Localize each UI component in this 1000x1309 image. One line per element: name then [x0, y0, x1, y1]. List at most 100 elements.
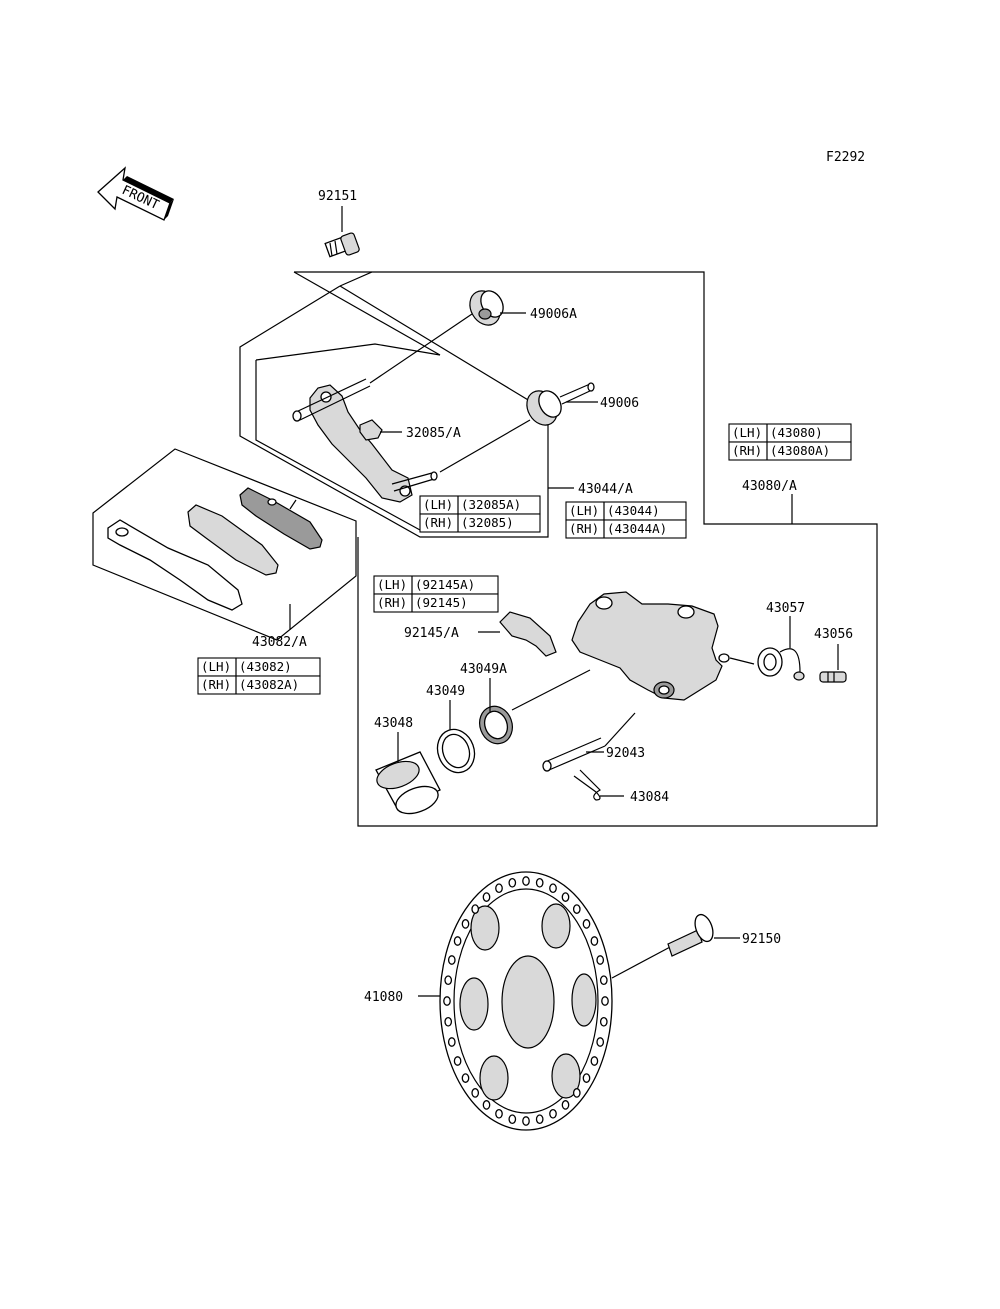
t43044-lh-val: (43044)	[607, 503, 660, 518]
label-43084: 43084	[630, 790, 669, 805]
t43044-rh: (RH)	[569, 521, 599, 536]
t32085-lh: (LH)	[423, 497, 453, 512]
label-92145a: 92145/A	[404, 626, 459, 641]
t43080-rh: (RH)	[732, 443, 762, 458]
disc-hole	[471, 904, 480, 914]
disc-hole	[572, 1088, 581, 1098]
t32085-rh: (RH)	[423, 515, 453, 530]
label-43056: 43056	[814, 627, 853, 642]
disc-hole	[572, 904, 581, 914]
disc-hole	[599, 1016, 608, 1027]
brake-disc	[439, 871, 613, 1131]
label-43049a: 43049A	[460, 662, 507, 677]
t43082-lh-val: (43082)	[239, 659, 292, 674]
label-41080: 41080	[364, 990, 403, 1005]
disc-hole	[508, 1114, 517, 1125]
label-92150: 92150	[742, 932, 781, 947]
leader-lines	[289, 206, 839, 997]
disc-hole	[444, 1016, 453, 1027]
table-43080: (LH) (43080) (RH) (43080A)	[728, 423, 852, 461]
disc-hole	[535, 1114, 544, 1125]
disc-hole	[590, 936, 599, 946]
t32085-lh-val: (32085A)	[461, 497, 521, 512]
disc-hole	[549, 1108, 557, 1119]
disc-hole	[596, 955, 605, 965]
label-32085a: 32085/A	[406, 426, 461, 441]
disc-hole	[461, 1073, 470, 1083]
label-43080a: 43080/A	[742, 479, 797, 494]
t43080-rh-val: (43080A)	[770, 443, 830, 458]
t92145-lh: (LH)	[377, 577, 407, 592]
t43082-rh-val: (43082A)	[239, 677, 299, 692]
disc-hole	[482, 1100, 491, 1110]
t43080-lh-val: (43080)	[770, 425, 823, 440]
pad-spring-92145	[499, 611, 557, 657]
boot-49006a	[469, 290, 504, 326]
clip-43084	[573, 769, 601, 801]
seal-43049	[436, 728, 476, 774]
banjo-43057	[757, 647, 805, 681]
t43044-rh-val: (43044A)	[607, 521, 667, 536]
piston-43048	[375, 751, 441, 815]
t43044-lh: (LH)	[569, 503, 599, 518]
disc-hole	[444, 975, 453, 986]
disc-hole	[453, 1056, 462, 1066]
label-92151: 92151	[318, 189, 357, 204]
figure-code: F2292	[826, 150, 865, 165]
disc-hole	[447, 1037, 456, 1047]
t32085-rh-val: (32085)	[461, 515, 514, 530]
pad-frame	[92, 448, 357, 641]
disc-hole	[522, 1116, 530, 1126]
caliper-body	[511, 591, 755, 711]
disc-hole	[461, 919, 470, 929]
t43080-lh: (LH)	[732, 425, 762, 440]
table-43082: (LH) (43082) (RH) (43082A)	[197, 657, 321, 695]
disc-hole	[522, 876, 530, 886]
t92145-rh-val: (92145)	[415, 595, 468, 610]
table-32085: (LH) (32085A) (RH) (32085)	[419, 495, 541, 533]
front-arrow-icon: FRONT	[97, 166, 174, 221]
label-43082a: 43082/A	[252, 635, 307, 650]
disc-hole	[495, 1108, 503, 1119]
disc-hole	[596, 1037, 605, 1047]
disc-hole	[561, 1100, 570, 1110]
disc-hole	[495, 883, 503, 894]
disc-hole	[582, 919, 591, 929]
disc-hole	[582, 1073, 591, 1083]
boot-49006	[526, 382, 595, 426]
seal-43049a	[479, 705, 513, 745]
label-43044a: 43044/A	[578, 482, 633, 497]
disc-hole	[471, 1088, 480, 1098]
disc-hole	[482, 892, 491, 902]
disc-holes	[443, 876, 609, 1126]
label-49006: 49006	[600, 396, 639, 411]
pad-spring-32085	[359, 419, 383, 441]
label-43057: 43057	[766, 601, 805, 616]
disc-hole	[447, 955, 456, 965]
bleeder-43056	[819, 671, 847, 683]
label-43049: 43049	[426, 684, 465, 699]
table-92145: (LH) (92145A) (RH) (92145)	[373, 575, 499, 613]
caliper-bracket	[292, 313, 531, 503]
disc-hole	[508, 877, 517, 888]
disc-hole	[599, 975, 608, 986]
bolt-92151	[324, 232, 360, 258]
t92145-lh-val: (92145A)	[415, 577, 475, 592]
label-43048: 43048	[374, 716, 413, 731]
label-49006a: 49006A	[530, 307, 577, 322]
label-92043: 92043	[606, 746, 645, 761]
disc-hole	[561, 892, 570, 902]
disc-hole	[549, 883, 557, 894]
disc-hole	[453, 936, 462, 946]
disc-hole	[443, 996, 451, 1006]
caliper-assembly-frame	[294, 271, 878, 827]
bolt-92150	[611, 913, 714, 979]
table-43044: (LH) (43044) (RH) (43044A)	[565, 501, 687, 539]
t43082-rh: (RH)	[201, 677, 231, 692]
disc-hole	[590, 1056, 599, 1066]
disc-hole	[601, 996, 609, 1006]
t92145-rh: (RH)	[377, 595, 407, 610]
t43082-lh: (LH)	[201, 659, 231, 674]
